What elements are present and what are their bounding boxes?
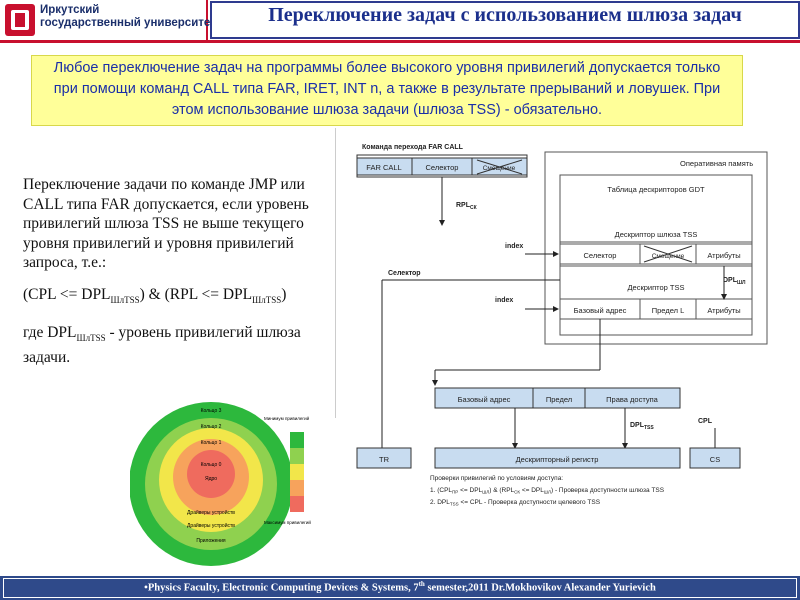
tss-gate-label: Дескриптор шлюза TSS xyxy=(615,230,698,239)
legend-max-label: Максимум привилегий xyxy=(264,519,311,525)
offset-cross xyxy=(476,159,523,175)
title-frame xyxy=(210,1,800,39)
slide-title: Переключение задач с использованием шлюз… xyxy=(268,4,742,26)
footer-text: •Physics Faculty, Electronic Computing D… xyxy=(144,580,656,594)
offset-text: Смещение xyxy=(483,165,516,172)
far-call-text: FAR CALL xyxy=(366,163,401,172)
index-label-2: index xyxy=(495,297,513,304)
note-text: Любое переключение задач на программы бо… xyxy=(53,60,721,118)
legend-min-label: Минимум привилегий xyxy=(264,415,310,421)
cs-register xyxy=(689,447,741,469)
reg-rights-text: Права доступа xyxy=(606,395,659,404)
legend-swatch-5 xyxy=(290,496,304,512)
tss-base-text: Базовый адрес xyxy=(574,306,627,315)
legend-swatch-2 xyxy=(290,448,304,464)
check-title: Проверки привилегий по условиям доступа: xyxy=(430,474,563,482)
desc-reg-text: Дескрипторный регистр xyxy=(516,455,599,464)
privilege-rings-diagram: Кольцо 3 Кольцо 2 Кольцо 1 Кольцо 0 Ядро… xyxy=(130,402,311,566)
gate-attr-text: Атрибуты xyxy=(707,251,740,260)
tss-desc-area xyxy=(559,265,753,300)
privilege-formula: (CPL <= DPLШлTSS) & (RPL <= DPLШлTSS) xyxy=(23,285,287,306)
selector-label: Селектор xyxy=(388,270,421,277)
core-area xyxy=(187,450,235,498)
dpl-gate-label: DPLШЛ xyxy=(723,277,746,286)
check-2: 2. DPLTSS <= CPL - Проверка доступности … xyxy=(430,499,601,507)
tss-limit-text: Предел L xyxy=(652,306,685,315)
rpl-label: RPLСК xyxy=(456,202,478,211)
far-call-caption: Команда перехода FAR CALL xyxy=(362,144,464,151)
explanation-paragraph: Переключение задачи по команде JMP или C… xyxy=(23,176,309,272)
gate-selector-text: Селектор xyxy=(584,251,617,260)
dpl-definition: где DPLШлTSS - уровень привилегий шлюза … xyxy=(23,323,301,367)
reg-limit-text: Предел xyxy=(546,395,572,404)
tr-register xyxy=(356,447,412,469)
apps-label: Приложения xyxy=(196,538,226,544)
gate-offset-text: Смещение xyxy=(652,253,685,260)
explanation-text: Переключение задачи по команде JMP или C… xyxy=(23,175,343,368)
index-label-1: index xyxy=(505,243,523,250)
cpl-label: CPL xyxy=(698,418,713,425)
descriptor-register xyxy=(434,447,681,469)
header-divider xyxy=(0,40,800,43)
selector-text: Селектор xyxy=(426,163,459,172)
tss-desc-label: Дескриптор TSS xyxy=(627,283,684,292)
ring-2-label: Кольцо 2 xyxy=(201,424,222,430)
ram-label: Оперативная память xyxy=(680,159,753,168)
university-emblem-icon xyxy=(5,4,35,36)
reg-rights-cell xyxy=(584,387,681,409)
tss-attr-text: Атрибуты xyxy=(707,306,740,315)
gdt-label: Таблица дескрипторов GDT xyxy=(607,185,705,194)
legend-swatch-4 xyxy=(290,480,304,496)
ring-0-label: Кольцо 0 xyxy=(201,462,222,468)
note-box xyxy=(31,55,743,126)
dpl-tss-label: DPLTSS xyxy=(630,422,654,431)
reg-base-text: Базовый адрес xyxy=(458,395,511,404)
footer-bar xyxy=(0,576,800,600)
gate-offset-cross xyxy=(643,245,693,263)
legend-swatch-1 xyxy=(290,432,304,448)
legend-swatch-3 xyxy=(290,464,304,480)
tr-text: TR xyxy=(379,455,390,464)
drivers-ring2-label: Драйверы устройств xyxy=(187,522,235,529)
footer-frame xyxy=(3,578,797,598)
check-1: 1. (CPLПР <= DPLШЛ) & (RPLСК <= DPLШЛ) -… xyxy=(430,487,665,495)
ring-3-label: Кольцо 3 xyxy=(201,408,222,414)
gate-attr-cell xyxy=(695,243,753,265)
ring-1-label: Кольцо 1 xyxy=(201,440,222,446)
drivers-ring1-label: Драйверы устройств xyxy=(187,509,235,516)
column-separator xyxy=(335,128,336,418)
task-switch-diagram: Команда перехода FAR CALL FAR CALL Селек… xyxy=(356,144,768,507)
core-label: Ядро xyxy=(205,476,217,482)
cs-text: CS xyxy=(710,455,720,464)
